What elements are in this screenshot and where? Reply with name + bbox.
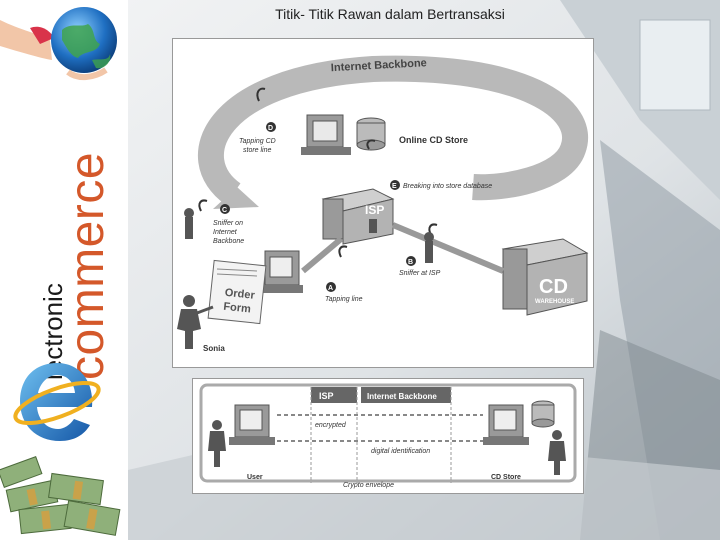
point-e-marker [366,139,400,190]
cd-store-label: CD Store [491,474,521,481]
point-c-line3: Backbone [213,238,244,245]
order-form-icon [207,259,267,325]
point-c-line1: Sniffer on [213,220,243,227]
line-customer-isp [301,236,343,274]
slide-title: Titik- Titik Rawan dalam Bertransaksi [275,6,505,22]
user-label: User [247,474,263,481]
encrypted-label: encrypted [315,422,347,429]
warehouse-building [501,238,589,316]
cd-store-figure [548,430,566,475]
vulnerability-diagram: Internet Backbone Online CD Store ISP CD… [172,38,594,368]
globe-hand-icon [0,7,117,80]
warehouse-label: WAREHOUSE [535,299,574,305]
point-c-letter: C [222,207,227,214]
point-b-letter: B [408,259,413,266]
customer-computer [259,250,303,293]
backbone-ring [197,55,588,205]
customer-label: Sonia [203,344,225,353]
online-store-computer [301,114,351,155]
point-a-letter: A [328,285,333,292]
isp-building [321,188,395,245]
backbone-header [361,387,451,403]
point-e-line1: Breaking into store database [403,183,492,190]
money-stack-icon [0,456,121,536]
point-a-marker [326,245,348,292]
secure-transaction-diagram: ISP Internet Backbone User CD Store encr… [192,378,584,494]
isp-label: ISP [365,203,384,217]
user-computer [229,404,275,445]
customer-figure [177,295,214,349]
point-d-letter: D [268,125,273,132]
online-store-label: Online CD Store [399,135,468,145]
digital-id-label: digital identification [371,448,430,455]
bottom-isp-label: ISP [319,391,334,401]
user-figure [208,420,226,467]
bottom-backbone-label: Internet Backbone [367,392,437,401]
ie-logo-icon [13,363,101,441]
point-d-marker [256,87,276,132]
point-c-marker [184,199,230,239]
point-d-line1: Tapping CD [239,138,276,145]
point-e-letter: E [392,183,397,190]
isp-header [311,387,357,403]
cd-store-computer [483,404,529,445]
line-isp-warehouse [391,222,505,274]
point-d-line2: store line [243,147,272,154]
point-b-line1: Sniffer at ISP [399,270,441,277]
point-c-line2: Internet [213,229,238,236]
point-a-line1: Tapping line [325,296,363,303]
crypto-envelope [199,383,577,483]
order-form-line1: Order [224,287,256,302]
store-database-icon [356,117,386,151]
point-b-marker [406,223,438,266]
left-brand-strip [0,0,128,540]
backbone-label: Internet Backbone [331,57,427,74]
cd-store-database-icon [531,400,555,428]
order-form-line2: Form [223,301,252,316]
envelope-label: Crypto envelope [343,482,394,489]
warehouse-cd-label: CD [539,276,568,298]
